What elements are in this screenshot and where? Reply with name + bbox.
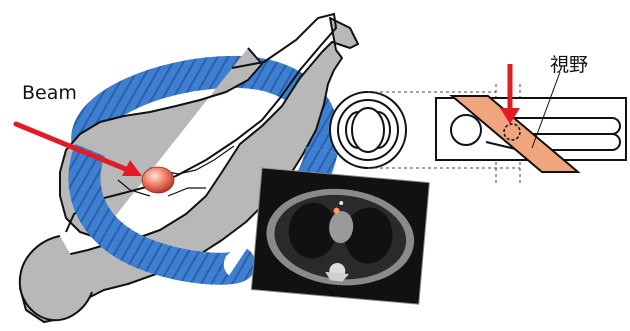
ct-slice-image [251,168,429,304]
tumor-target-icon [142,167,174,193]
beam-label: Beam [22,82,77,104]
cross-section-icon [330,92,406,168]
field-of-view-label: 視野 [550,50,588,77]
